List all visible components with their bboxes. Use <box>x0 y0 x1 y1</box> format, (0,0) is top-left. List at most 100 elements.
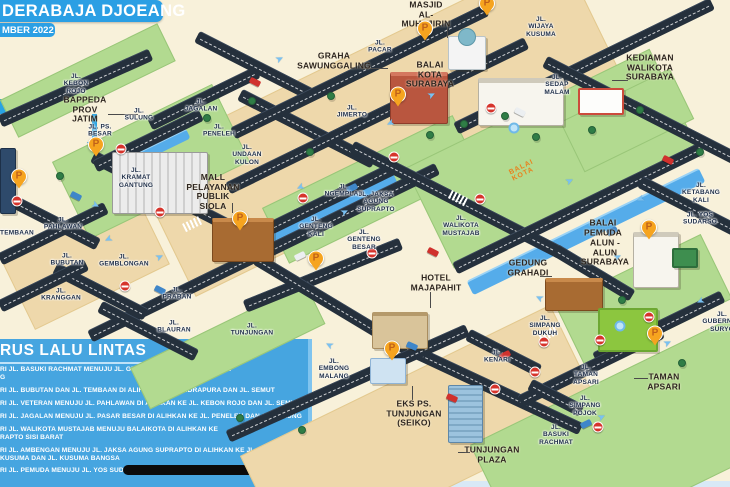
place-label: MALL PELAYANAN PUBLIK SIOLA <box>186 171 240 211</box>
building-hedge <box>672 248 698 268</box>
tree-icon <box>532 133 540 141</box>
parking-pin-icon: P <box>641 219 657 236</box>
tree-icon <box>588 126 596 134</box>
traffic-diversion-header: RUS LALU LINTAS <box>0 342 157 364</box>
street-label: JL. KRANGGAN <box>41 287 81 302</box>
label-connector <box>108 114 138 115</box>
tree-icon <box>236 414 244 422</box>
street-label: TEMBAAN <box>0 229 34 237</box>
building-civic <box>112 152 208 214</box>
street-label: JL. NGEMPLAK <box>324 183 364 198</box>
no-entry-sign-icon <box>297 192 309 204</box>
parking-pin-icon: P <box>11 168 27 185</box>
no-entry-sign-icon <box>538 336 550 348</box>
tree-icon <box>618 296 626 304</box>
parking-pin-icon: P <box>647 325 663 342</box>
label-connector <box>412 386 413 400</box>
street-label: JL. GENTENG KALI <box>299 215 333 238</box>
street-label: JL. BLAURAN <box>157 319 191 334</box>
place-label: GRAHA SAWUNGGALING <box>297 50 371 70</box>
no-entry-sign-icon <box>485 102 497 114</box>
label-connector <box>447 24 448 38</box>
street-label: JL. JIMERTO <box>336 104 368 119</box>
street-label: JL. PENELEH <box>202 123 236 138</box>
label-connector <box>458 452 470 453</box>
no-entry-sign-icon <box>592 421 604 433</box>
fountain-icon <box>508 122 520 134</box>
parking-pin-icon: P <box>390 86 406 103</box>
street-label: JL. TAMAN APSARI <box>573 363 599 386</box>
no-entry-sign-icon <box>11 195 23 207</box>
place-label: HOTEL MAJAPAHIT <box>410 272 462 292</box>
building-white <box>478 78 564 126</box>
no-entry-sign-icon <box>154 206 166 218</box>
no-entry-sign-icon <box>489 383 501 395</box>
place-label: ALUN - ALUN SURABAYA <box>580 237 630 267</box>
label-connector <box>612 80 628 81</box>
building-house <box>578 88 624 115</box>
direction-arrow-icon: ➤ <box>323 337 337 352</box>
parking-pin-icon: P <box>384 340 400 357</box>
building-white <box>633 232 679 288</box>
place-label: KEDIAMAN WALIKOTA SURABAYA <box>625 52 675 82</box>
place-label: TAMAN APSARI <box>647 371 681 391</box>
street-label: JL. WALIKOTA MUSTAJAB <box>442 214 480 237</box>
tree-icon <box>696 148 704 156</box>
direction-arrow-icon: ➤ <box>273 52 286 67</box>
building-tower <box>448 385 483 443</box>
diversion-line: RI JL. WALIKOTA MUSTAJAB MENUJU BALAIKOT… <box>0 426 218 433</box>
building-tan2 <box>372 312 428 349</box>
building-mosque <box>448 36 486 70</box>
street-label: JL. SIMPANG DUKUH <box>529 314 561 337</box>
street-label: JL. GEMBLONGAN <box>99 253 149 268</box>
parking-pin-icon: P <box>88 136 104 153</box>
label-connector <box>634 378 648 379</box>
street-label: JL. PS. BESAR <box>88 123 112 138</box>
street-label: JL. BUBUTAN <box>50 252 84 267</box>
vehicle-icon <box>426 246 440 258</box>
tree-icon <box>501 112 509 120</box>
parking-pin-icon: P <box>232 210 248 227</box>
street-label: JL. SEDAP MALAM <box>544 73 570 96</box>
place-label: BALAI KOTA SURABAYA <box>405 59 455 89</box>
street-label: JL. WIJAYA KUSUMA <box>526 15 556 38</box>
title-banner: DERABAJA DJOEANG <box>0 0 185 22</box>
label-connector <box>430 292 431 308</box>
street-label: JL. SIMPANG POJOK <box>569 394 601 417</box>
parking-pin-icon: P <box>308 250 324 267</box>
tree-icon <box>327 92 335 100</box>
building-brown <box>545 278 603 311</box>
street-label: JL. KETABANG KALI <box>682 181 720 204</box>
street-label: JL. KRAMAT GANTUNG <box>118 166 154 189</box>
no-entry-sign-icon <box>529 366 541 378</box>
label-connector <box>540 276 552 277</box>
street-label: JL. GUBERNUR SURYO <box>702 310 730 333</box>
street-label: JL. PAHLAWAN <box>43 216 83 231</box>
place-label: EKS PS. TUNJUNGAN (SEIKO) <box>386 398 442 428</box>
diversion-line: G <box>0 374 6 381</box>
no-entry-sign-icon <box>115 143 127 155</box>
label-connector <box>232 203 233 213</box>
parking-pin-icon: P <box>417 20 433 37</box>
street-label: JL. UNDAAN KULON <box>232 143 262 166</box>
street-label: JL. PRABAN <box>162 286 192 301</box>
no-entry-sign-icon <box>643 311 655 323</box>
street-label: JL. KEBON ROJO <box>63 72 89 95</box>
street-label: JL. SULUNG <box>124 107 154 122</box>
fountain-icon <box>614 320 626 332</box>
tree-icon <box>426 131 434 139</box>
tree-icon <box>298 426 306 434</box>
tree-icon <box>306 148 314 156</box>
tree-icon <box>678 359 686 367</box>
tree-icon <box>203 114 211 122</box>
street-label: JL. JAKSA AGUNG SUPRAPTO <box>357 190 395 213</box>
diversion-line: RI JL. JAGALAN MENUJU JL. PASAR BESAR DI… <box>0 413 302 420</box>
diversion-line: RI JL. AMBENGAN MENUJU JL. JAKSA AGUNG S… <box>0 447 298 454</box>
diversion-line: RI JL. BUBUTAN DAN JL. TEMBAAN DI ALIHKA… <box>0 387 275 394</box>
tree-icon <box>460 120 468 128</box>
no-entry-sign-icon <box>388 151 400 163</box>
place-label: TUNJUNGAN PLAZA <box>464 444 520 464</box>
title-date-banner: MBER 2022 <box>0 23 55 37</box>
page-title: DERABAJA DJOEANG <box>2 2 186 20</box>
